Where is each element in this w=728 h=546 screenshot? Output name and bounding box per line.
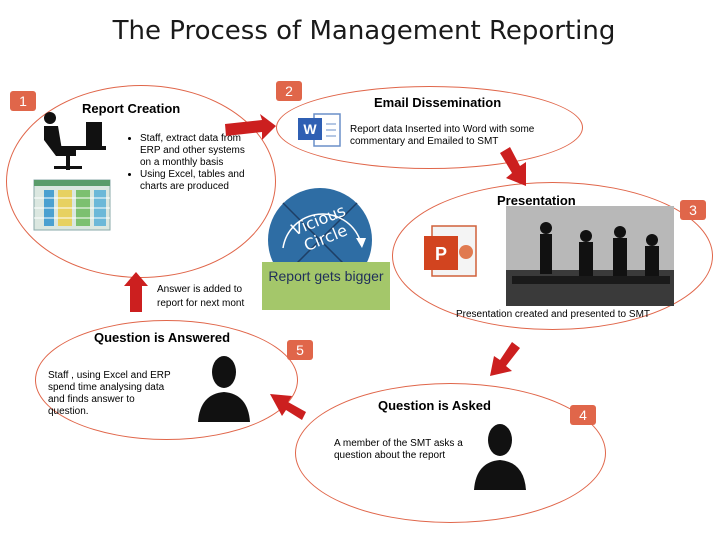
step-3-text: Presentation created and presented to SM… — [456, 309, 651, 320]
step-1-bullet: Staff, extract data from ERP and other s… — [140, 133, 250, 169]
person-silhouette-icon — [198, 356, 250, 422]
step-1-bullets: Staff, extract data from ERP and other s… — [118, 133, 250, 193]
step-2-badge: 2 — [276, 81, 302, 101]
step-5-ellipse — [35, 320, 298, 440]
step-2-ellipse — [276, 86, 583, 169]
arrow-4-to-5 — [270, 394, 306, 420]
powerpoint-icon: P — [424, 225, 477, 277]
report-gets-bigger-box: Report gets bigger — [262, 262, 390, 310]
svg-text:P: P — [435, 244, 447, 264]
step-4-text: A member of the SMT asks a question abou… — [334, 438, 463, 461]
step-3-heading: Presentation — [497, 193, 576, 208]
page-title: The Process of Management Reporting — [112, 16, 616, 46]
step-1-bullet: Using Excel, tables and charts are produ… — [140, 169, 250, 193]
svg-text:W: W — [303, 121, 317, 137]
step-1-ellipse — [6, 85, 276, 278]
spreadsheet-icon — [33, 179, 111, 231]
step-5-badge: 5 — [287, 340, 313, 360]
step-4-badge: 4 — [570, 405, 596, 425]
step-3-ellipse — [392, 182, 713, 330]
arrow-1-to-2 — [225, 114, 276, 140]
answer-note: Answer is added to report for next mont — [157, 284, 245, 309]
step-5-heading: Question is Answered — [94, 330, 231, 345]
step-3-badge: 3 — [680, 200, 706, 220]
step-1-badge: 1 — [10, 91, 36, 111]
step-4-ellipse — [295, 383, 606, 523]
step-2-text: Report data Inserted into Word with some… — [350, 124, 535, 147]
step-4-heading: Question is Asked — [378, 398, 491, 413]
step-5-text: Staff , using Excel and ERP spend time a… — [48, 370, 171, 417]
person-silhouette-icon — [474, 424, 526, 490]
arrow-3-to-4 — [490, 342, 520, 376]
arrow-5-to-1 — [124, 272, 148, 312]
arrow-2-to-3 — [500, 147, 526, 186]
step-1-heading: Report Creation — [82, 101, 181, 116]
step-2-heading: Email Dissemination — [374, 95, 502, 110]
word-icon: W — [298, 113, 341, 147]
meeting-silhouette-icon — [506, 206, 674, 306]
computer-user-icon — [44, 112, 106, 170]
